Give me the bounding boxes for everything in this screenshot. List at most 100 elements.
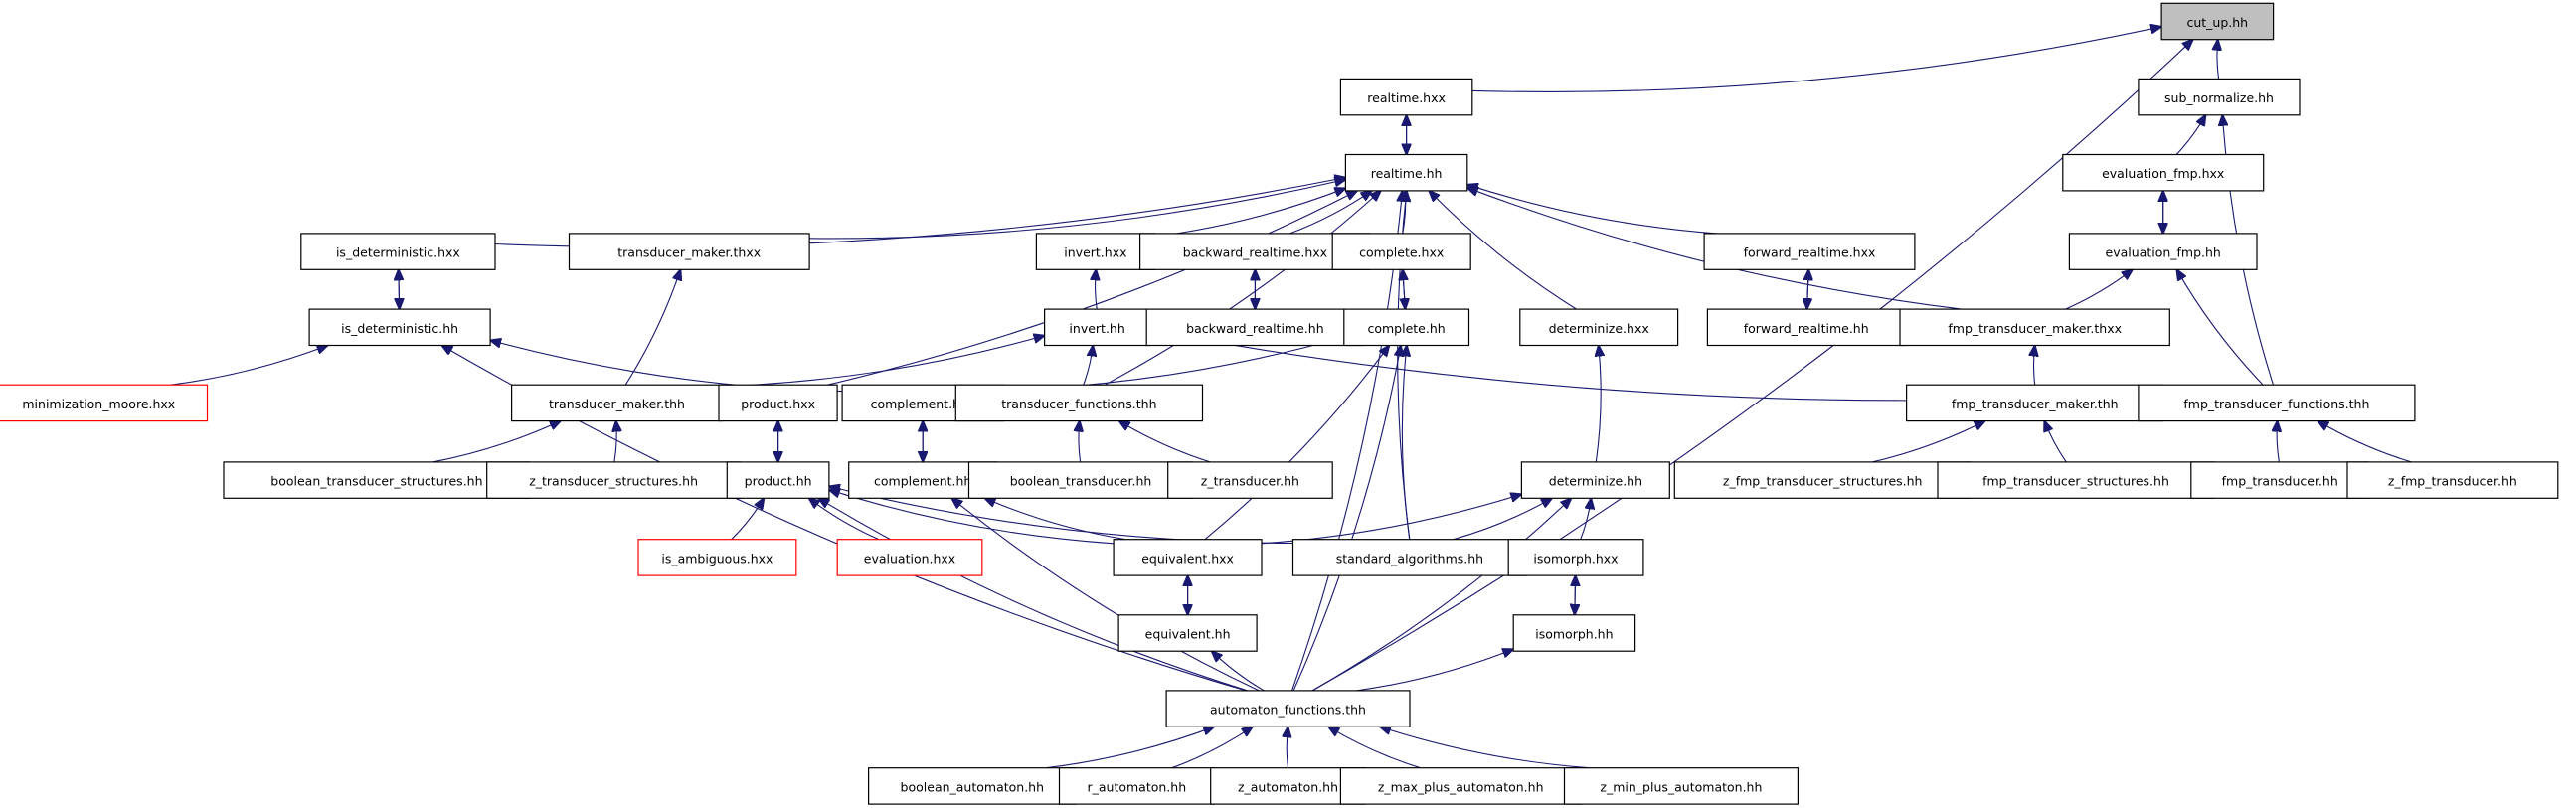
- node-box: [223, 461, 531, 499]
- node-label: realtime.hh: [1371, 166, 1443, 181]
- edge-automaton_functions_thh-to-determinize_hh: [1311, 498, 1571, 692]
- node-cut-up-hh[interactable]: cut_up.hh: [2160, 2, 2275, 41]
- node-label: is_ambiguous.hxx: [661, 551, 773, 566]
- edge-backward_realtime_hxx-to-realtime_hh: [1289, 191, 1371, 235]
- node-realtime-hh[interactable]: realtime.hh: [1344, 153, 1468, 192]
- node-determinize-hxx[interactable]: determinize.hxx: [1519, 308, 1679, 347]
- node-label: transducer_maker.thh: [549, 397, 685, 411]
- node-complete-hh[interactable]: complete.hh: [1343, 308, 1470, 347]
- node-box: [1905, 384, 2164, 422]
- node-z-transducer-structures-hh[interactable]: z_transducer_structures.hh: [486, 461, 742, 499]
- node-z-transducer-hh[interactable]: z_transducer.hh: [1167, 461, 1333, 499]
- node-transducer-functions-thh[interactable]: transducer_functions.thh: [954, 384, 1204, 422]
- node-label: fmp_transducer_maker.thh: [1952, 397, 2119, 411]
- node-boolean-transducer-hh[interactable]: boolean_transducer.hh: [967, 461, 1194, 499]
- node-label: isomorph.hh: [1535, 627, 1613, 642]
- node-label: fmp_transducer_functions.thh: [2183, 397, 2369, 411]
- edge-fmp_transducer_maker_thh-to-fmp_transducer_maker_thxx: [2034, 346, 2035, 386]
- node-boolean-automaton-hh[interactable]: boolean_automaton.hh: [867, 767, 1077, 805]
- node-equivalent-hh[interactable]: equivalent.hh: [1117, 614, 1258, 652]
- node-fmp-transducer-structures-hh[interactable]: fmp_transducer_structures.hh: [1937, 461, 2215, 499]
- edge-automaton_functions_thh-to-product_hh: [818, 498, 1249, 692]
- node-box: [718, 384, 838, 422]
- node-forward-realtime-hh[interactable]: forward_realtime.hh: [1706, 308, 1906, 347]
- edge-complete_hxx-to-complete_hh: [1403, 269, 1406, 309]
- node-label: determinize.hxx: [1549, 321, 1649, 336]
- node-box: [1344, 153, 1468, 192]
- edge-evaluation_hxx-to-product_hh: [809, 498, 880, 541]
- node-automaton-functions-thh[interactable]: automaton_functions.thh: [1165, 690, 1411, 727]
- edge-transducer_maker_thh-to-invert_hh: [722, 336, 1044, 388]
- node-label: isomorph.hxx: [1533, 551, 1618, 566]
- node-label: determinize.hh: [1549, 474, 1642, 489]
- edge-standard_algorithms_hh-to-complete_hh: [1402, 346, 1409, 540]
- node-forward-realtime-hxx[interactable]: forward_realtime.hxx: [1703, 233, 1916, 270]
- node-is-deterministic-hh[interactable]: is_deterministic.hh: [308, 308, 491, 347]
- node-invert-hh[interactable]: invert.hh: [1043, 308, 1151, 347]
- node-z-fmp-transducer-structures-hh[interactable]: z_fmp_transducer_structures.hh: [1673, 461, 1972, 499]
- node-product-hxx[interactable]: product.hxx: [718, 384, 838, 422]
- node-realtime-hxx[interactable]: realtime.hxx: [1339, 78, 1473, 116]
- edge-equivalent_hxx-to-product_hh: [829, 490, 1115, 545]
- node-box: [2190, 461, 2370, 499]
- node-backward-realtime-hh[interactable]: backward_realtime.hh: [1145, 308, 1365, 347]
- node-label: product.hxx: [741, 397, 815, 411]
- node-transducer-maker-thxx[interactable]: transducer_maker.thxx: [568, 233, 810, 270]
- edge-fmp_transducer_hh-to-fmp_transducer_functions_thh: [2277, 421, 2279, 462]
- node-complete-hxx[interactable]: complete.hxx: [1331, 233, 1471, 270]
- node-equivalent-hxx[interactable]: equivalent.hxx: [1113, 539, 1263, 576]
- node-isomorph-hxx[interactable]: isomorph.hxx: [1507, 539, 1644, 576]
- node-fmp-transducer-functions-thh[interactable]: fmp_transducer_functions.thh: [2138, 384, 2416, 422]
- node-determinize-hh[interactable]: determinize.hh: [1520, 461, 1670, 499]
- node-r-automaton-hh[interactable]: r_automaton.hh: [1058, 767, 1215, 805]
- node-label: evaluation_fmp.hxx: [2102, 166, 2224, 181]
- node-evaluation-fmp-hh[interactable]: evaluation_fmp.hh: [2068, 233, 2258, 270]
- edge-fmp_transducer_maker_thxx-to-evaluation_fmp_hh: [2065, 269, 2133, 310]
- node-fmp-transducer-hh[interactable]: fmp_transducer.hh: [2190, 461, 2370, 499]
- node-box: [1519, 308, 1679, 347]
- edge-is_deterministic_hxx-to-is_deterministic_hh: [399, 269, 400, 309]
- node-box: [1899, 308, 2170, 347]
- edge-transducer_maker_thh-to-transducer_maker_thxx: [624, 269, 680, 386]
- node-fmp-transducer-maker-thh[interactable]: fmp_transducer_maker.thh: [1905, 384, 2164, 422]
- node-isomorph-hh[interactable]: isomorph.hh: [1512, 614, 1636, 652]
- node-evaluation-hxx[interactable]: evaluation.hxx: [836, 539, 983, 576]
- node-box: [1339, 767, 1582, 805]
- node-label: standard_algorithms.hh: [1336, 551, 1483, 566]
- node-label: z_transducer_structures.hh: [529, 474, 698, 489]
- edge-z_automaton_hh-to-automaton_functions_thh: [1287, 727, 1288, 768]
- node-label: boolean_transducer_structures.hh: [270, 474, 482, 489]
- node-minimization-moore-hxx[interactable]: minimization_moore.hxx: [0, 384, 209, 422]
- node-box: [1113, 539, 1263, 576]
- node-box: [836, 539, 983, 576]
- node-boolean-transducer-structures-hh[interactable]: boolean_transducer_structures.hh: [223, 461, 531, 499]
- node-z-max-plus-automaton-hh[interactable]: z_max_plus_automaton.hh: [1339, 767, 1582, 805]
- node-box: [0, 384, 209, 422]
- node-box: [1339, 78, 1473, 116]
- edge-transducer_functions_thh-to-realtime_hh: [1104, 191, 1381, 386]
- node-box: [1520, 461, 1670, 499]
- node-box: [1507, 539, 1644, 576]
- node-z-min-plus-automaton-hh[interactable]: z_min_plus_automaton.hh: [1563, 767, 1799, 805]
- node-box: [300, 233, 496, 270]
- node-standard-algorithms-hh[interactable]: standard_algorithms.hh: [1291, 539, 1527, 576]
- node-fmp-transducer-maker-thxx[interactable]: fmp_transducer_maker.thxx: [1899, 308, 2170, 347]
- node-sub-normalize-hh[interactable]: sub_normalize.hh: [2138, 78, 2301, 116]
- node-evaluation-fmp-hxx[interactable]: evaluation_fmp.hxx: [2062, 153, 2265, 192]
- node-invert-hxx[interactable]: invert.hxx: [1035, 233, 1156, 270]
- node-z-fmp-transducer-hh[interactable]: z_fmp_transducer.hh: [2346, 461, 2559, 499]
- node-is-deterministic-hxx[interactable]: is_deterministic.hxx: [300, 233, 496, 270]
- edge-forward_realtime_hxx-to-realtime_hh: [1467, 185, 1718, 235]
- edge-product_hxx-to-realtime_hh: [827, 191, 1357, 386]
- node-box: [1291, 539, 1527, 576]
- node-product-hh[interactable]: product.hh: [726, 461, 830, 499]
- edge-boolean_transducer_hh-to-transducer_functions_thh: [1079, 421, 1081, 462]
- edge-z_max_plus_automaton_hh-to-automaton_functions_thh: [1328, 727, 1421, 769]
- node-is-ambiguous-hxx[interactable]: is_ambiguous.hxx: [637, 539, 797, 576]
- node-transducer-maker-thh[interactable]: transducer_maker.thh: [510, 384, 723, 422]
- node-z-automaton-hh[interactable]: z_automaton.hh: [1210, 767, 1366, 805]
- edge-z_fmp_transducer_structures_hh-to-fmp_transducer_maker_thh: [1872, 421, 1985, 463]
- node-label: complement.hxx: [871, 397, 975, 411]
- edge-automaton_functions_thh-to-complete_hh: [1292, 346, 1401, 692]
